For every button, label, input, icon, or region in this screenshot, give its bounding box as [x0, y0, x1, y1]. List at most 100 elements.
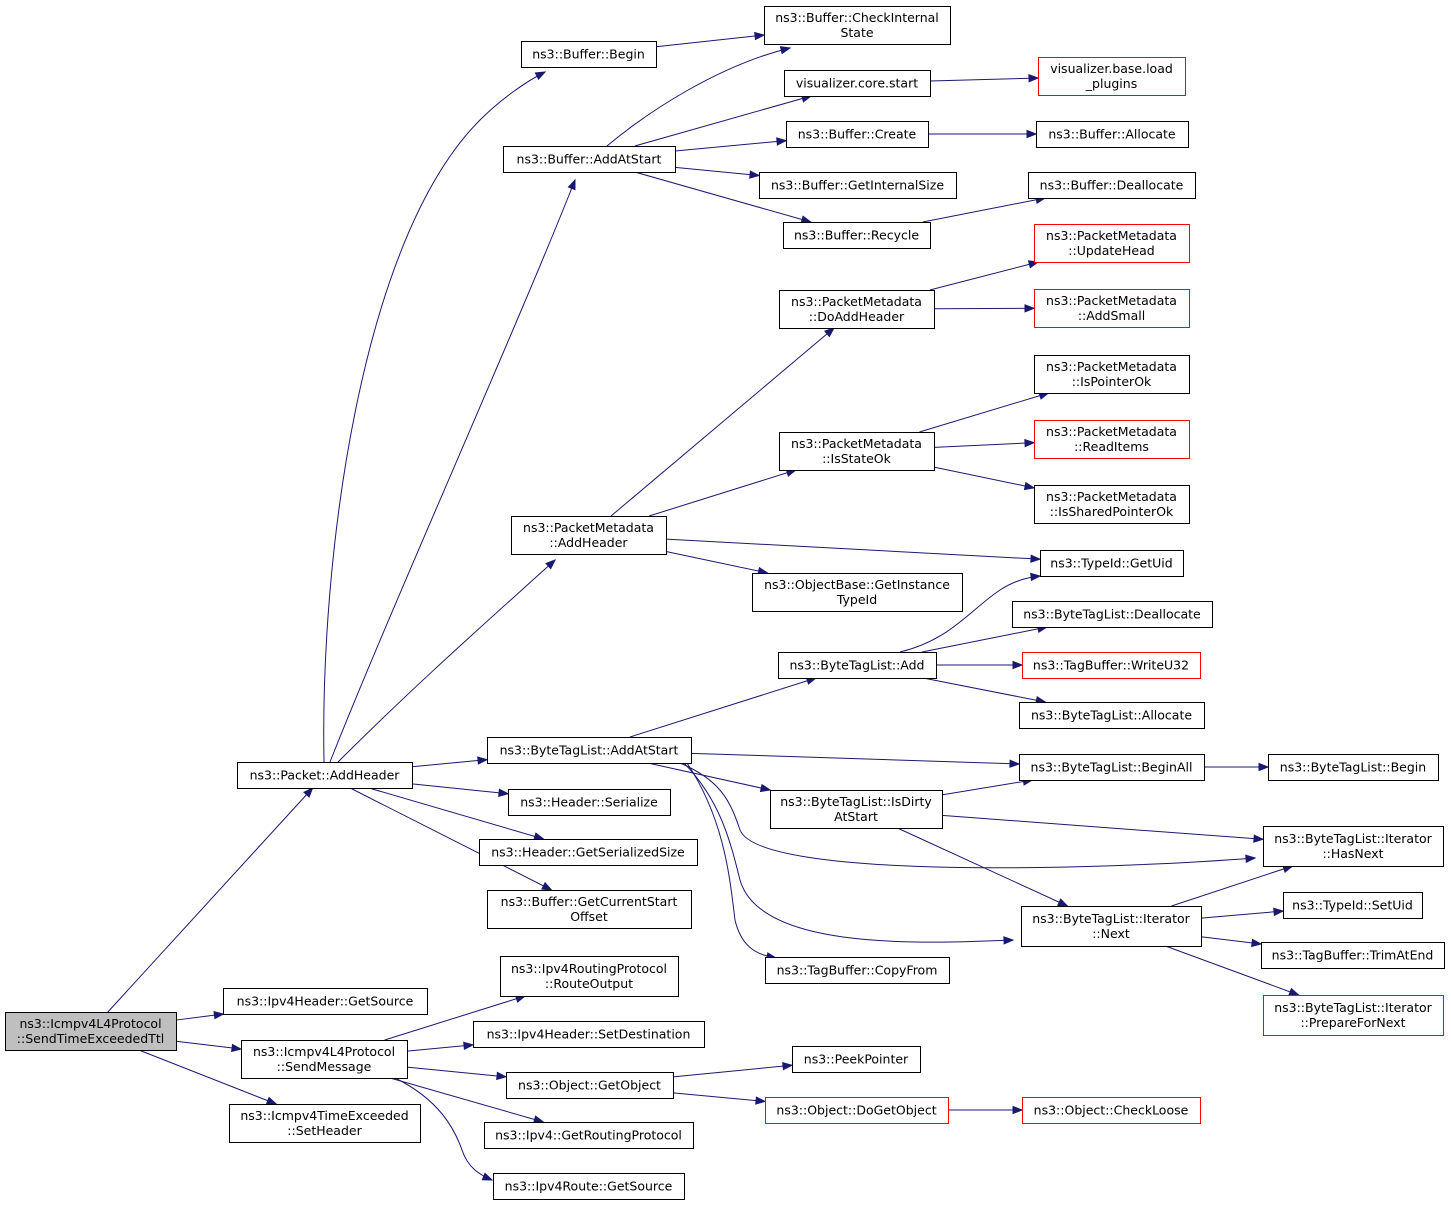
node-btl-it-hasnext[interactable]: ns3::ByteTagList::Iterator::HasNext: [1263, 826, 1444, 867]
node-pm-addheader[interactable]: ns3::PacketMetadata::AddHeader: [511, 516, 667, 555]
node-label: ns3::Ipv4::GetRoutingProtocol: [495, 1128, 682, 1143]
node-box: [506, 1072, 674, 1099]
node-box: [778, 652, 937, 679]
edge-btl_add-to-btl_allocate: [923, 677, 1047, 705]
node-label: ns3::Header::GetSerializedSize: [491, 845, 685, 860]
node-ipv4hdr-getsource[interactable]: ns3::Ipv4Header::GetSource: [223, 988, 428, 1015]
node-box: [765, 957, 950, 984]
node-pm-addsmall[interactable]: ns3::PacketMetadata::AddSmall: [1034, 289, 1190, 328]
node-label: ns3::Ipv4Route::GetSource: [505, 1179, 673, 1194]
edges-layer: [107, 31, 1300, 1181]
node-label: ns3::ByteTagList::Deallocate: [1023, 607, 1201, 622]
node-buf-recycle[interactable]: ns3::Buffer::Recycle: [783, 222, 931, 249]
node-box: [487, 890, 692, 929]
node-box: [1034, 485, 1190, 524]
node-buf-allocate[interactable]: ns3::Buffer::Allocate: [1036, 121, 1189, 148]
node-box: [792, 1046, 921, 1073]
node-hdr-getserializedsize[interactable]: ns3::Header::GetSerializedSize: [479, 839, 698, 866]
node-box: [241, 1040, 408, 1079]
node-buf-create[interactable]: ns3::Buffer::Create: [786, 121, 929, 148]
node-btl-it-next[interactable]: ns3::ByteTagList::Iterator::Next: [1021, 906, 1202, 947]
node-label: ::UpdateHead: [1068, 243, 1154, 258]
edge-pm_doaddheader-to-pm_addsmall: [933, 304, 1036, 313]
edge-btl_add-to-typeid_getuid: [899, 572, 1042, 653]
node-ipv4-getroutingprotocol[interactable]: ns3::Ipv4::GetRoutingProtocol: [484, 1122, 694, 1149]
node-box: [1034, 289, 1190, 328]
node-label: ns3::PacketMetadata: [1046, 228, 1177, 243]
node-label: ns3::Buffer::GetCurrentStart: [501, 894, 678, 909]
node-typeid-setuid[interactable]: ns3::TypeId::SetUid: [1283, 892, 1423, 919]
node-pm-updatehead[interactable]: ns3::PacketMetadata::UpdateHead: [1034, 224, 1190, 263]
node-box: [770, 790, 943, 829]
edge-pkt_addheader-to-buf_getcurrentstartoffset: [349, 787, 553, 891]
node-label: ns3::ByteTagList::Iterator: [1274, 831, 1432, 846]
node-box: [1022, 652, 1201, 679]
node-box: [783, 222, 931, 249]
node-btl-allocate[interactable]: ns3::ByteTagList::Allocate: [1019, 702, 1205, 729]
node-box: [503, 146, 676, 173]
node-label: ns3::Buffer::CheckInternal: [775, 10, 939, 25]
node-viz-base-load-plugins[interactable]: visualizer.base.load_plugins: [1038, 57, 1186, 96]
node-box: [779, 432, 935, 471]
edge-obj_getobject-to-peekpointer: [672, 1061, 794, 1078]
node-btl-add[interactable]: ns3::ByteTagList::Add: [778, 652, 937, 679]
node-tagbuf-copyfrom[interactable]: ns3::TagBuffer::CopyFrom: [765, 957, 950, 984]
node-box: [1263, 826, 1444, 867]
node-box: [484, 1122, 694, 1149]
node-obj-dogetobject[interactable]: ns3::Object::DoGetObject: [765, 1097, 949, 1124]
edge-btl_isdirtyatstart-to-btl_it_next: [897, 827, 1069, 907]
node-pm-ispointerok[interactable]: ns3::PacketMetadata::IsPointerOk: [1034, 355, 1190, 394]
node-pm-isstateok[interactable]: ns3::PacketMetadata::IsStateOk: [779, 432, 935, 471]
node-box: [1263, 995, 1444, 1036]
node-peekpointer[interactable]: ns3::PeekPointer: [792, 1046, 921, 1073]
node-pm-doaddheader[interactable]: ns3::PacketMetadata::DoAddHeader: [779, 290, 935, 329]
node-buf-deallocate[interactable]: ns3::Buffer::Deallocate: [1028, 172, 1196, 199]
node-label: ::HasNext: [1322, 846, 1383, 861]
node-label: ::IsSharedPointerOk: [1050, 504, 1174, 519]
node-label: Offset: [570, 909, 608, 924]
node-viz-core-start[interactable]: visualizer.core.start: [784, 70, 931, 97]
node-icmp-te-setheader[interactable]: ns3::Icmpv4TimeExceeded::SetHeader: [229, 1104, 421, 1143]
node-btl-addatstart[interactable]: ns3::ByteTagList::AddAtStart: [487, 737, 692, 764]
node-typeid-getuid[interactable]: ns3::TypeId::GetUid: [1040, 550, 1184, 577]
node-label: State: [840, 25, 873, 40]
edge-btl_addatstart-to-btl_add: [629, 676, 818, 738]
node-obj-getobject[interactable]: ns3::Object::GetObject: [506, 1072, 674, 1099]
edge-buf_recycle-to-buf_deallocate: [922, 195, 1047, 223]
node-box: [5, 1012, 177, 1051]
node-pm-issharedpointerok[interactable]: ns3::PacketMetadata::IsSharedPointerOk: [1034, 485, 1190, 524]
node-btl-deallocate[interactable]: ns3::ByteTagList::Deallocate: [1012, 601, 1213, 628]
edge-buf_addatstart-to-viz_core_start: [634, 94, 813, 147]
node-tagbuf-trimatend[interactable]: ns3::TagBuffer::TrimAtEnd: [1261, 942, 1445, 969]
edge-icmp_sendmessage-to-ipv4_getroutingprotocol: [389, 1077, 545, 1124]
node-btl-it-prepfornext[interactable]: ns3::ByteTagList::Iterator::PrepareForNe…: [1263, 995, 1444, 1036]
node-buf-begin[interactable]: ns3::Buffer::Begin: [521, 41, 657, 68]
edge-buf_addatstart-to-buf_create: [674, 137, 788, 152]
node-label: ns3::Ipv4RoutingProtocol: [511, 961, 667, 976]
node-label: ns3::Buffer::Recycle: [794, 228, 919, 243]
node-obj-checkloose[interactable]: ns3::Object::CheckLoose: [1022, 1097, 1201, 1124]
node-icmp-sendmessage[interactable]: ns3::Icmpv4L4Protocol::SendMessage: [241, 1040, 408, 1079]
node-ipv4hdr-setdestination[interactable]: ns3::Ipv4Header::SetDestination: [473, 1021, 705, 1048]
node-hdr-serialize[interactable]: ns3::Header::Serialize: [508, 789, 671, 816]
node-buf-addatstart[interactable]: ns3::Buffer::AddAtStart: [503, 146, 676, 173]
node-box: [521, 41, 657, 68]
node-btl-beginall[interactable]: ns3::ByteTagList::BeginAll: [1019, 754, 1205, 781]
node-label: ::SetHeader: [287, 1123, 362, 1138]
node-buf-getinternalsize[interactable]: ns3::Buffer::GetInternalSize: [759, 172, 957, 199]
node-pkt-addheader[interactable]: ns3::Packet::AddHeader: [237, 762, 413, 789]
node-ipv4rp-routeoutput[interactable]: ns3::Ipv4RoutingProtocol::RouteOutput: [500, 956, 679, 997]
node-label: ::SendMessage: [277, 1059, 372, 1074]
node-box: [1038, 57, 1186, 96]
node-tagbuf-writeu32[interactable]: ns3::TagBuffer::WriteU32: [1022, 652, 1201, 679]
node-btl-begin[interactable]: ns3::ByteTagList::Begin: [1268, 754, 1439, 781]
node-pm-readitems[interactable]: ns3::PacketMetadata::ReadItems: [1034, 420, 1190, 459]
edge-pm_addheader-to-objbase_getinstancetypeid: [665, 550, 769, 576]
node-label: ns3::TagBuffer::TrimAtEnd: [1272, 948, 1434, 963]
node-label: ::AddSmall: [1078, 308, 1145, 323]
node-ipv4route-getsource[interactable]: ns3::Ipv4Route::GetSource: [493, 1173, 685, 1200]
